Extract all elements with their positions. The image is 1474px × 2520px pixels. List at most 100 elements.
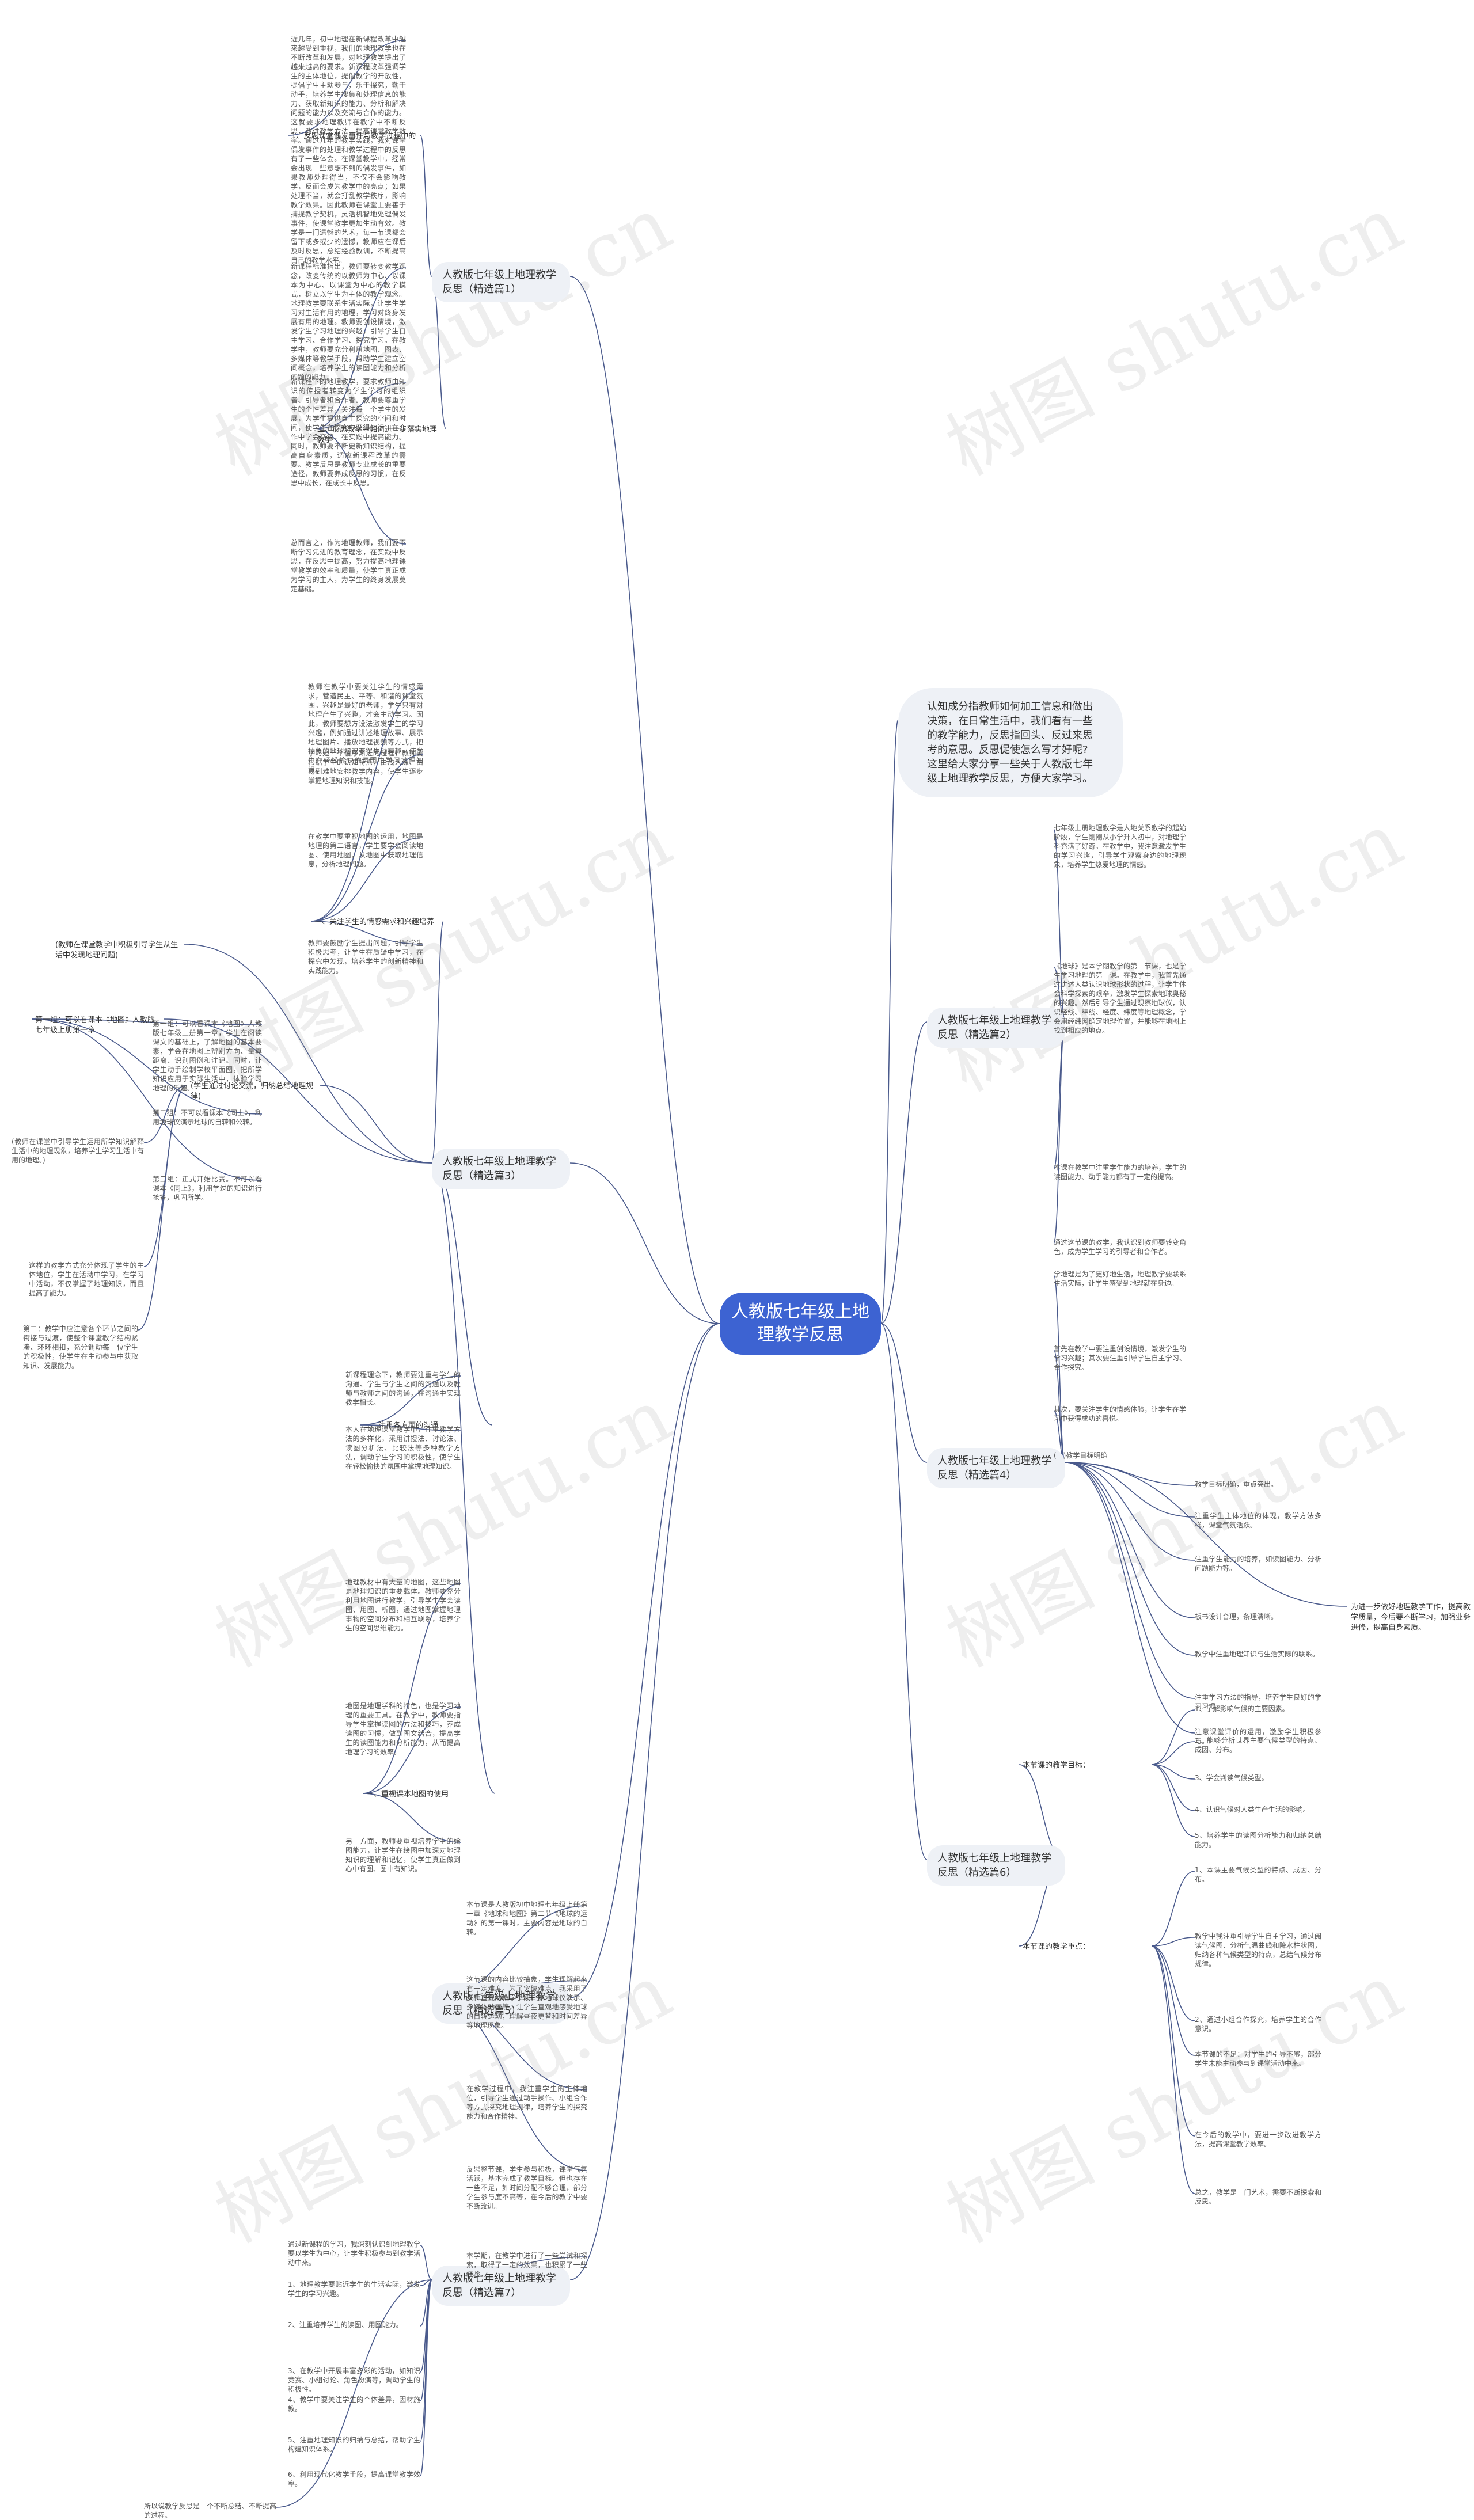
sub-topic[interactable]: 三、重视课本地图的使用 (366, 1790, 449, 1799)
sub-topic[interactable]: 本节课的教学重点： (1023, 1943, 1091, 1951)
sub-topic[interactable]: 本节课的教学目标： (1023, 1761, 1091, 1770)
root-topic[interactable]: 人教版七年级上地理教学反思 (720, 1293, 881, 1355)
link-leaf (1151, 1709, 1195, 1765)
leaf-text: 教学目标明确，重点突出。 (1195, 1480, 1278, 1488)
link-leaf (313, 428, 407, 545)
leaf-text: 第二：教学中应注意各个环节之间的衔接与过渡，使整个课堂教学结构紧凑、环环相扣，充… (23, 1325, 138, 1370)
link-leaf (1151, 1945, 1195, 2137)
sub-topic[interactable]: (教师在课堂教学中积极引导学生从生活中发现地理问题) (55, 941, 178, 960)
link-leaf (420, 2279, 432, 2476)
leaf-text: 所以说教学反思是一个不断总结、不断提高的过程。 (144, 2502, 276, 2519)
leaf-text: 注重学习方法的指导，培养学生良好的学习习惯。 (1195, 1693, 1321, 1711)
leaf-text: 地理教材中有大量的地图，这些地图是地理知识的重要载体。教师要充分利用地图进行教学… (345, 1578, 461, 1632)
leaf-text: 教师要鼓励学生提出问题，引导学生积极思考，让学生在质疑中学习，在探究中发现，培养… (308, 939, 423, 975)
link-leaf (359, 1424, 461, 1431)
link-leaf (1053, 1021, 1066, 1244)
leaf-text: 本学期，在教学中进行了一些尝试和探索，取得了一定的效果，也积累了一些经验。 (466, 2252, 587, 2278)
sub-topic[interactable]: (学生通过讨论交流，归纳总结地理规律) (191, 1082, 314, 1101)
leaf-text: 新课程下的地理教学，要求教师由知识的传授者转变为学生学习的组织者、引导者和合作者… (291, 378, 406, 487)
link-leaf (310, 754, 424, 922)
link-leaf (313, 267, 407, 429)
leaf-text: 反思整节课，学生参与积极，课堂气氛活跃，基本完成了教学目标。但也存在一些不足，如… (466, 2165, 587, 2210)
link-sub (319, 1085, 432, 1164)
link-leaf (1065, 1462, 1195, 1656)
leaf-text: 本节课是人教版初中地理七年级上册第一章《地球和地图》第二节《地球的运动》的第一课… (466, 1901, 587, 1936)
link-leaf (31, 1018, 263, 1115)
link-leaf (1151, 1741, 1195, 1765)
leaf-text: 在今后的教学中，要进一步改进教学方法，提高课堂教学效率。 (1195, 2131, 1321, 2148)
leaf-text: 这样的教学方式充分体现了学生的主体地位，学生在活动中学习，在学习中活动，不仅掌握… (29, 1261, 144, 1297)
link-sub (431, 921, 444, 1164)
leaf-text: 注重学生能力的培养，如读图能力、分析问题能力等。 (1195, 1555, 1321, 1572)
leaf-text: 第一组：可以看课本《地图》人教版七年级上册第一章，学生在阅读课文的基础上，了解地… (153, 1020, 262, 1092)
link-leaf (1065, 1462, 1195, 1699)
link-branch (569, 276, 720, 1324)
link-leaf (420, 2279, 432, 2327)
leaf-text: 学习是一个循序渐进的过程，教师要根据学生的认知特点，由浅入深、由易到难地安排教学… (308, 749, 423, 785)
sub-topic[interactable]: 1、反思课堂偶发事件与教学过程中的 (291, 132, 416, 140)
leaf-text: 教师在教学中要关注学生的情感需求，营造民主、平等、和谐的课堂氛围。兴趣是最好的老… (308, 683, 423, 774)
sub-topic[interactable]: 为进一步做好地理教学工作，提高教学质量，今后要不断学习，加强业务进修，提高自身素… (1351, 1603, 1471, 1632)
link-sub (1065, 1462, 1348, 1607)
branch-topic[interactable]: 人教版七年级上地理教学反思（精选篇7） (432, 2266, 570, 2306)
link-branch (569, 1162, 720, 1324)
leaf-text: 七年级上册地理教学是人地关系教学的起始阶段，学生刚刚从小学升入初中，对地理学科充… (1054, 824, 1186, 869)
link-leaf (276, 2279, 432, 2508)
leaf-text: 在教学过程中，我注重学生的主体地位，引导学生通过动手操作、小组合作等方式探究地理… (466, 2085, 587, 2120)
sub-topic[interactable]: 二、反思教学中如何进一步落实地理教学 (317, 425, 438, 444)
leaf-text: 总而言之，作为地理教师，我们要不断学习先进的教育理念，在实践中反思，在反思中提高… (291, 539, 406, 593)
leaf-text: 2、注重培养学生的读图、用图能力。 (288, 2321, 403, 2329)
link-sub (164, 1018, 432, 1164)
leaf-text: 6、利用现代化教学手段，提高课堂教学效率。 (288, 2470, 420, 2488)
leaf-text: 5、注重地理知识的归纳与总结，帮助学生构建知识体系。 (288, 2436, 420, 2453)
branch-topic[interactable]: 人教版七年级上地理教学反思（精选篇3） (432, 1149, 570, 1189)
link-leaf (362, 1583, 461, 1794)
sub-topic[interactable]: 第一组：可以看课本《地图》人教版七年级上册第一章 (35, 1016, 155, 1035)
link-leaf (1053, 1275, 1066, 1463)
link-leaf (1065, 1462, 1195, 1561)
leaf-text: 5、培养学生的读图分析能力和归纳总结能力。 (1195, 1831, 1321, 1849)
leaf-text: 第二组：不可以看课本《同上》，利用地球仪演示地球的自转和公转。 (153, 1109, 262, 1126)
link-sub (431, 1162, 496, 1794)
link-leaf (138, 1085, 188, 1331)
leaf-text: (教师在课堂中引导学生运用所学知识解释生活中的地理现象，培养学生学习生活中有用的… (12, 1138, 144, 1164)
leaf-text: 另一方面，教师要重视培养学生的绘图能力，让学生在绘图中加深对地理知识的理解和记忆… (345, 1837, 461, 1873)
link-leaf (313, 382, 407, 429)
link-leaf (1151, 1937, 1195, 1947)
leaf-text: (一)教学目标明确 (1054, 1451, 1108, 1459)
leaf-text: 在教学中要重视地图的运用，地图是地理的第二语言，学生要学会阅读地图、使用地图，从… (308, 833, 423, 868)
link-leaf (31, 1018, 263, 1181)
leaf-text: 本节课的不足：对学生的引导不够，部分学生未能主动参与到课堂活动中来。 (1195, 2050, 1321, 2067)
leaf-text: 板书设计合理，条理清晰。 (1195, 1613, 1278, 1621)
link-leaf (420, 2245, 432, 2280)
leaf-text: 1、本课主要气候类型的特点、成因、分布。 (1195, 1866, 1321, 1883)
leaf-text: 新课程理念下，教师要注重与学生的沟通、学生与学生之间的沟通以及教师与教师之间的沟… (345, 1371, 461, 1407)
link-leaf (1151, 1945, 1195, 2021)
leaf-text: 地图是地理学科的特色，也是学习地理的重要工具。在教学中，教师要指导学生掌握读图的… (345, 1702, 461, 1756)
link-leaf (362, 1706, 461, 1794)
link-sub (420, 135, 432, 277)
leaf-text: 3、在教学中开展丰富多彩的活动，如知识竞赛、小组讨论、角色扮演等，调动学生的积极… (288, 2367, 420, 2393)
leaf-text: 教学中我注重引导学生自主学习，通过阅读气候图、分析气温曲线和降水柱状图，归纳各种… (1195, 1932, 1321, 1968)
branch-topic[interactable]: 人教版七年级上地理教学反思（精选篇2） (927, 1008, 1065, 1048)
link-leaf (310, 921, 424, 945)
branch-topic[interactable]: 人教版七年级上地理教学反思（精选篇5） (432, 1983, 570, 2024)
link-branch (569, 1323, 720, 1998)
link-leaf (359, 1375, 461, 1426)
link-leaf (143, 1085, 188, 1143)
leaf-text: 总之，教学是一门艺术，需要不断探索和反思。 (1195, 2188, 1321, 2206)
branch-topic[interactable]: 人教版七年级上地理教学反思（精选篇4） (927, 1448, 1065, 1488)
sub-topic[interactable]: 二、注重各方面的沟通 (363, 1421, 439, 1430)
intro-summary[interactable]: 认知成分指教师如何加工信息和做出决策，在日常生活中，我们看有一些的教学能力，反思… (898, 688, 1123, 797)
leaf-text: 2、通过小组合作探究，培养学生的合作意识。 (1195, 2016, 1321, 2033)
branch-topic[interactable]: 人教版七年级上地理教学反思（精选篇6） (927, 1845, 1065, 1886)
leaf-text: 注意课堂评价的运用，激励学生积极参与。 (1195, 1728, 1321, 1745)
leaf-text: 第三组：正式开始比赛。不可以看课本《同上》，利用学过的知识进行抢答，巩固所学。 (153, 1175, 262, 1202)
sub-topic[interactable]: 一、关注学生的情感需求和兴趣培养 (314, 918, 435, 926)
branch-topic[interactable]: 人教版七年级上地理教学反思（精选篇1） (432, 262, 570, 302)
leaf-text: 1、地理教学要贴近学生的生活实际，激发学生的学习兴趣。 (288, 2280, 420, 2298)
link-leaf (1151, 1871, 1195, 1947)
link-leaf (1065, 1462, 1195, 1618)
leaf-text: 4、教学中要关注学生的个体差异，因材施教。 (288, 2396, 420, 2413)
link-sub (184, 944, 432, 1164)
